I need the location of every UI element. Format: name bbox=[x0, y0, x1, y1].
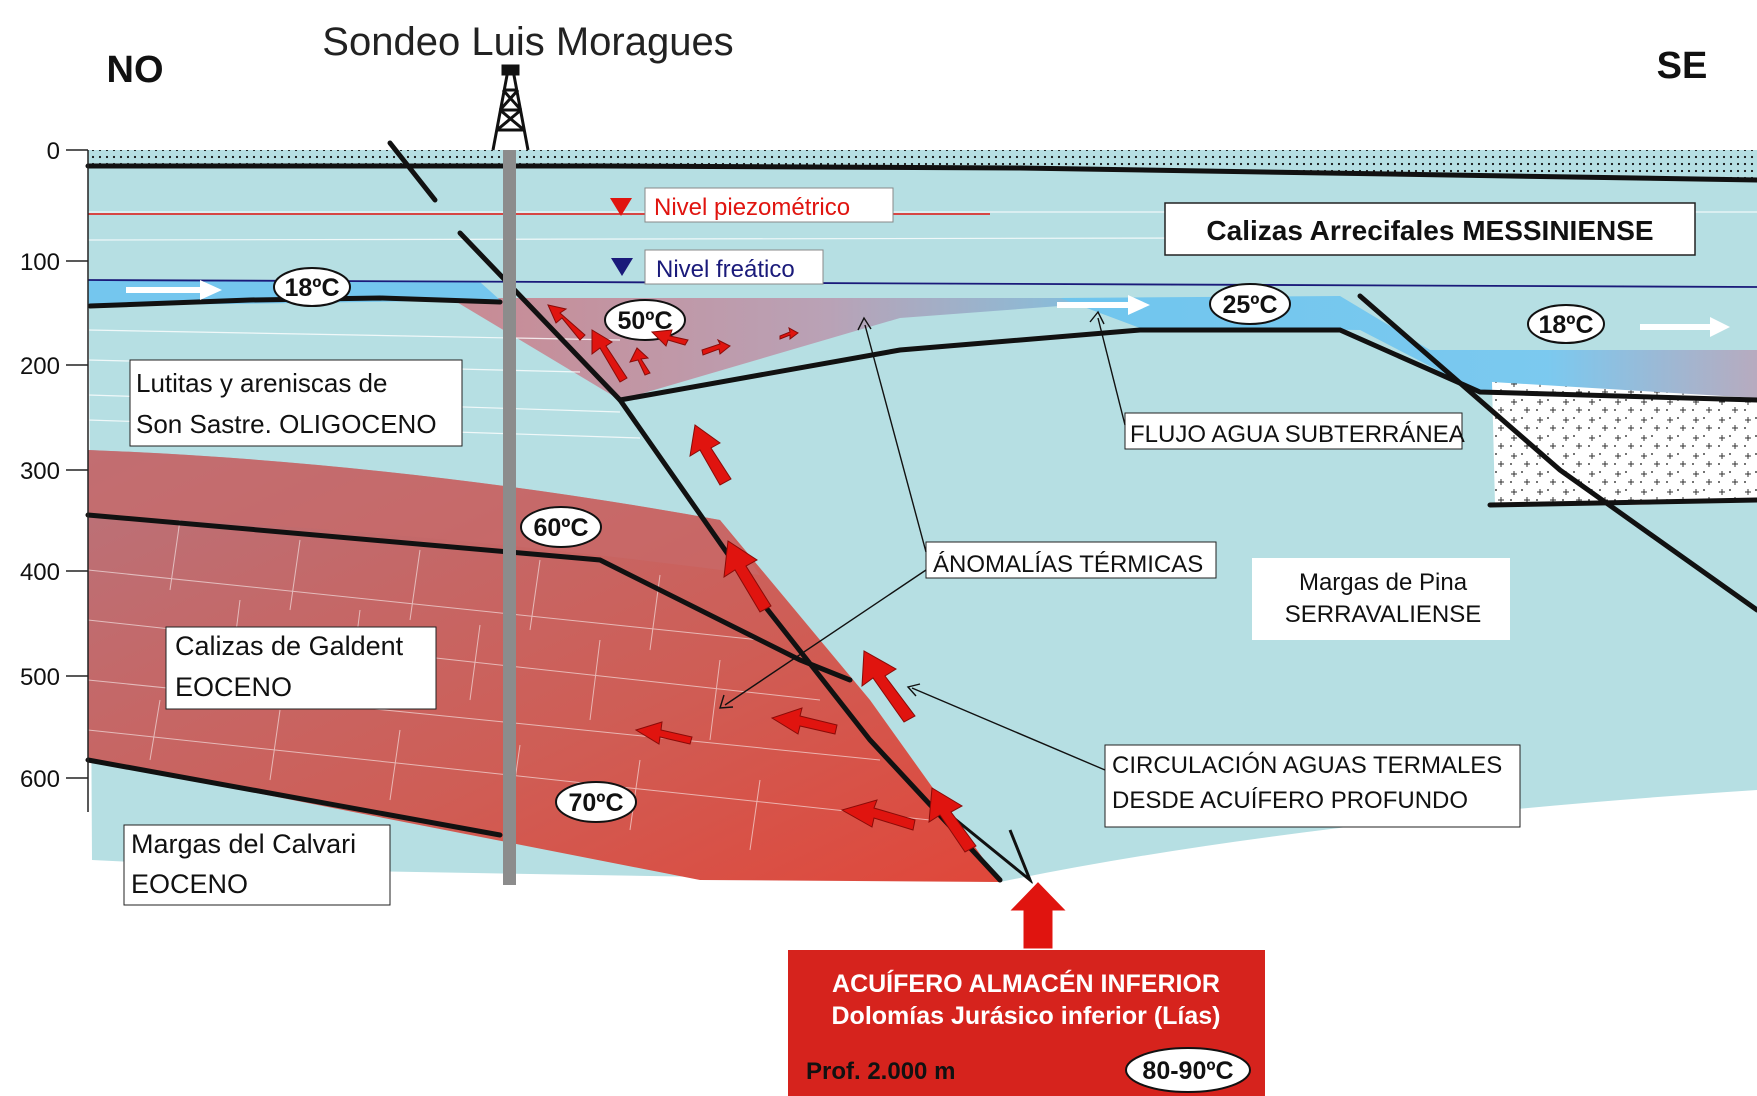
temp-60: 60ºC bbox=[534, 514, 589, 542]
unit-oligoceno-2: Son Sastre. OLIGOCENO bbox=[136, 409, 437, 439]
contacts bbox=[85, 163, 1757, 838]
unit-galdent-1: Calizas de Galdent bbox=[175, 631, 404, 661]
annotation-flujo: FLUJO AGUA SUBTERRÁNEA bbox=[1130, 421, 1465, 448]
fault-displacement-marker bbox=[949, 813, 1034, 885]
thermal-arrows-red bbox=[547, 304, 977, 853]
unit-galdent-2: EOCENO bbox=[175, 672, 292, 702]
phreatic-level-line bbox=[87, 279, 1757, 288]
tick-200: 200 bbox=[20, 353, 60, 380]
temp-50: 50ºC bbox=[618, 307, 673, 335]
drill-rig-icon bbox=[491, 64, 530, 151]
aquifer-up-arrow bbox=[1003, 877, 1073, 952]
unit-pina-2: SERRAVALIENSE bbox=[1285, 601, 1482, 628]
tick-100: 100 bbox=[20, 249, 60, 276]
tick-0: 0 bbox=[47, 138, 60, 165]
hot-rock-wedge bbox=[88, 450, 1000, 882]
unit-pina-1: Margas de Pina bbox=[1299, 569, 1468, 596]
phreatic-label: Nivel freático bbox=[656, 256, 795, 283]
depth-axis bbox=[66, 149, 89, 812]
temp-18-right: 18ºC bbox=[1539, 311, 1594, 339]
annotation-anomalias: ÁNOMALÍAS TÉRMICAS bbox=[933, 551, 1203, 578]
orientation-right: SE bbox=[1657, 45, 1708, 87]
annotation-circulacion-1: CIRCULACIÓN AGUAS TERMALES bbox=[1112, 752, 1502, 779]
unit-calvari-1: Margas del Calvari bbox=[131, 829, 356, 859]
tick-600: 600 bbox=[20, 766, 60, 793]
tick-500: 500 bbox=[20, 664, 60, 691]
aquifer-depth: Prof. 2.000 m bbox=[806, 1058, 955, 1085]
aquifer-temp: 80-90ºC bbox=[1142, 1057, 1233, 1085]
piezometric-marker-icon bbox=[610, 198, 632, 216]
leader-arrows bbox=[719, 310, 1126, 771]
phreatic-marker-icon bbox=[611, 258, 633, 276]
piezometric-label: Nivel piezométrico bbox=[654, 194, 850, 221]
aquifer-line2: Dolomías Jurásico inferior (Lías) bbox=[832, 1002, 1221, 1030]
tick-400: 400 bbox=[20, 559, 60, 586]
temp-18-left: 18ºC bbox=[285, 274, 340, 302]
orientation-left: NO bbox=[107, 49, 164, 91]
sandstone-band bbox=[88, 450, 760, 575]
borehole bbox=[503, 150, 516, 885]
unit-messiniense: Calizas Arrecifales MESSINIENSE bbox=[1206, 215, 1653, 246]
tick-300: 300 bbox=[20, 458, 60, 485]
flow-arrows-white bbox=[126, 280, 1730, 337]
borehole-title: Sondeo Luis Moragues bbox=[322, 20, 733, 64]
temp-25: 25ºC bbox=[1223, 291, 1278, 319]
aquifer-line1: ACUÍFERO ALMACÉN INFERIOR bbox=[832, 969, 1220, 998]
unit-oligoceno-1: Lutitas y areniscas de bbox=[136, 368, 387, 398]
temp-70: 70ºC bbox=[569, 789, 624, 817]
annotation-circulacion-2: DESDE ACUÍFERO PROFUNDO bbox=[1112, 787, 1468, 814]
evaporite-block bbox=[1492, 382, 1757, 505]
unit-calvari-2: EOCENO bbox=[131, 869, 248, 899]
